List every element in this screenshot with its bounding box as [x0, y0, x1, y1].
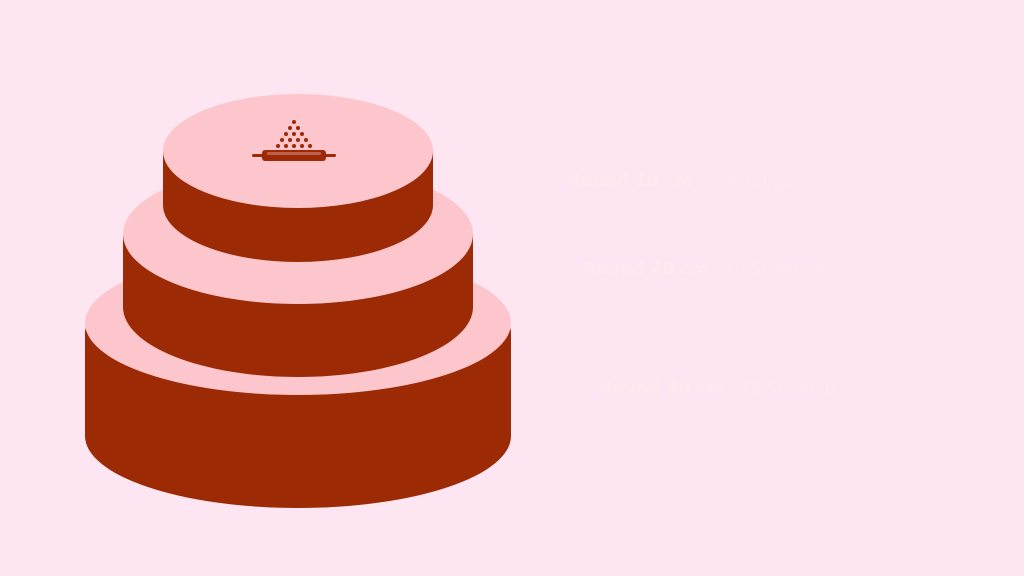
tier-separator: -	[698, 171, 704, 191]
tier-separator: -	[729, 378, 736, 397]
tier-size-label: Round 16 cm	[567, 171, 693, 191]
tier-size-label: Round 30 cm	[599, 377, 724, 398]
tier-servings-label: 10 Servings	[725, 259, 822, 278]
tier-servings-label: 12 Servings	[741, 378, 838, 397]
rolling-pin-flour-icon	[252, 120, 336, 161]
cake-tier-top	[163, 94, 433, 262]
tier-servings-label: 8 Servings	[709, 171, 797, 191]
tier-band-30cm: Round 30 cm - 12 Servings	[500, 330, 937, 445]
tier-size-label: Round 20 cm	[583, 258, 708, 279]
tier-band-20cm: Round 20 cm - 10 Servings	[468, 232, 937, 305]
tier-band-16cm: Round 16 cm - 8 Servings	[428, 145, 936, 217]
tier-separator: -	[713, 259, 720, 278]
